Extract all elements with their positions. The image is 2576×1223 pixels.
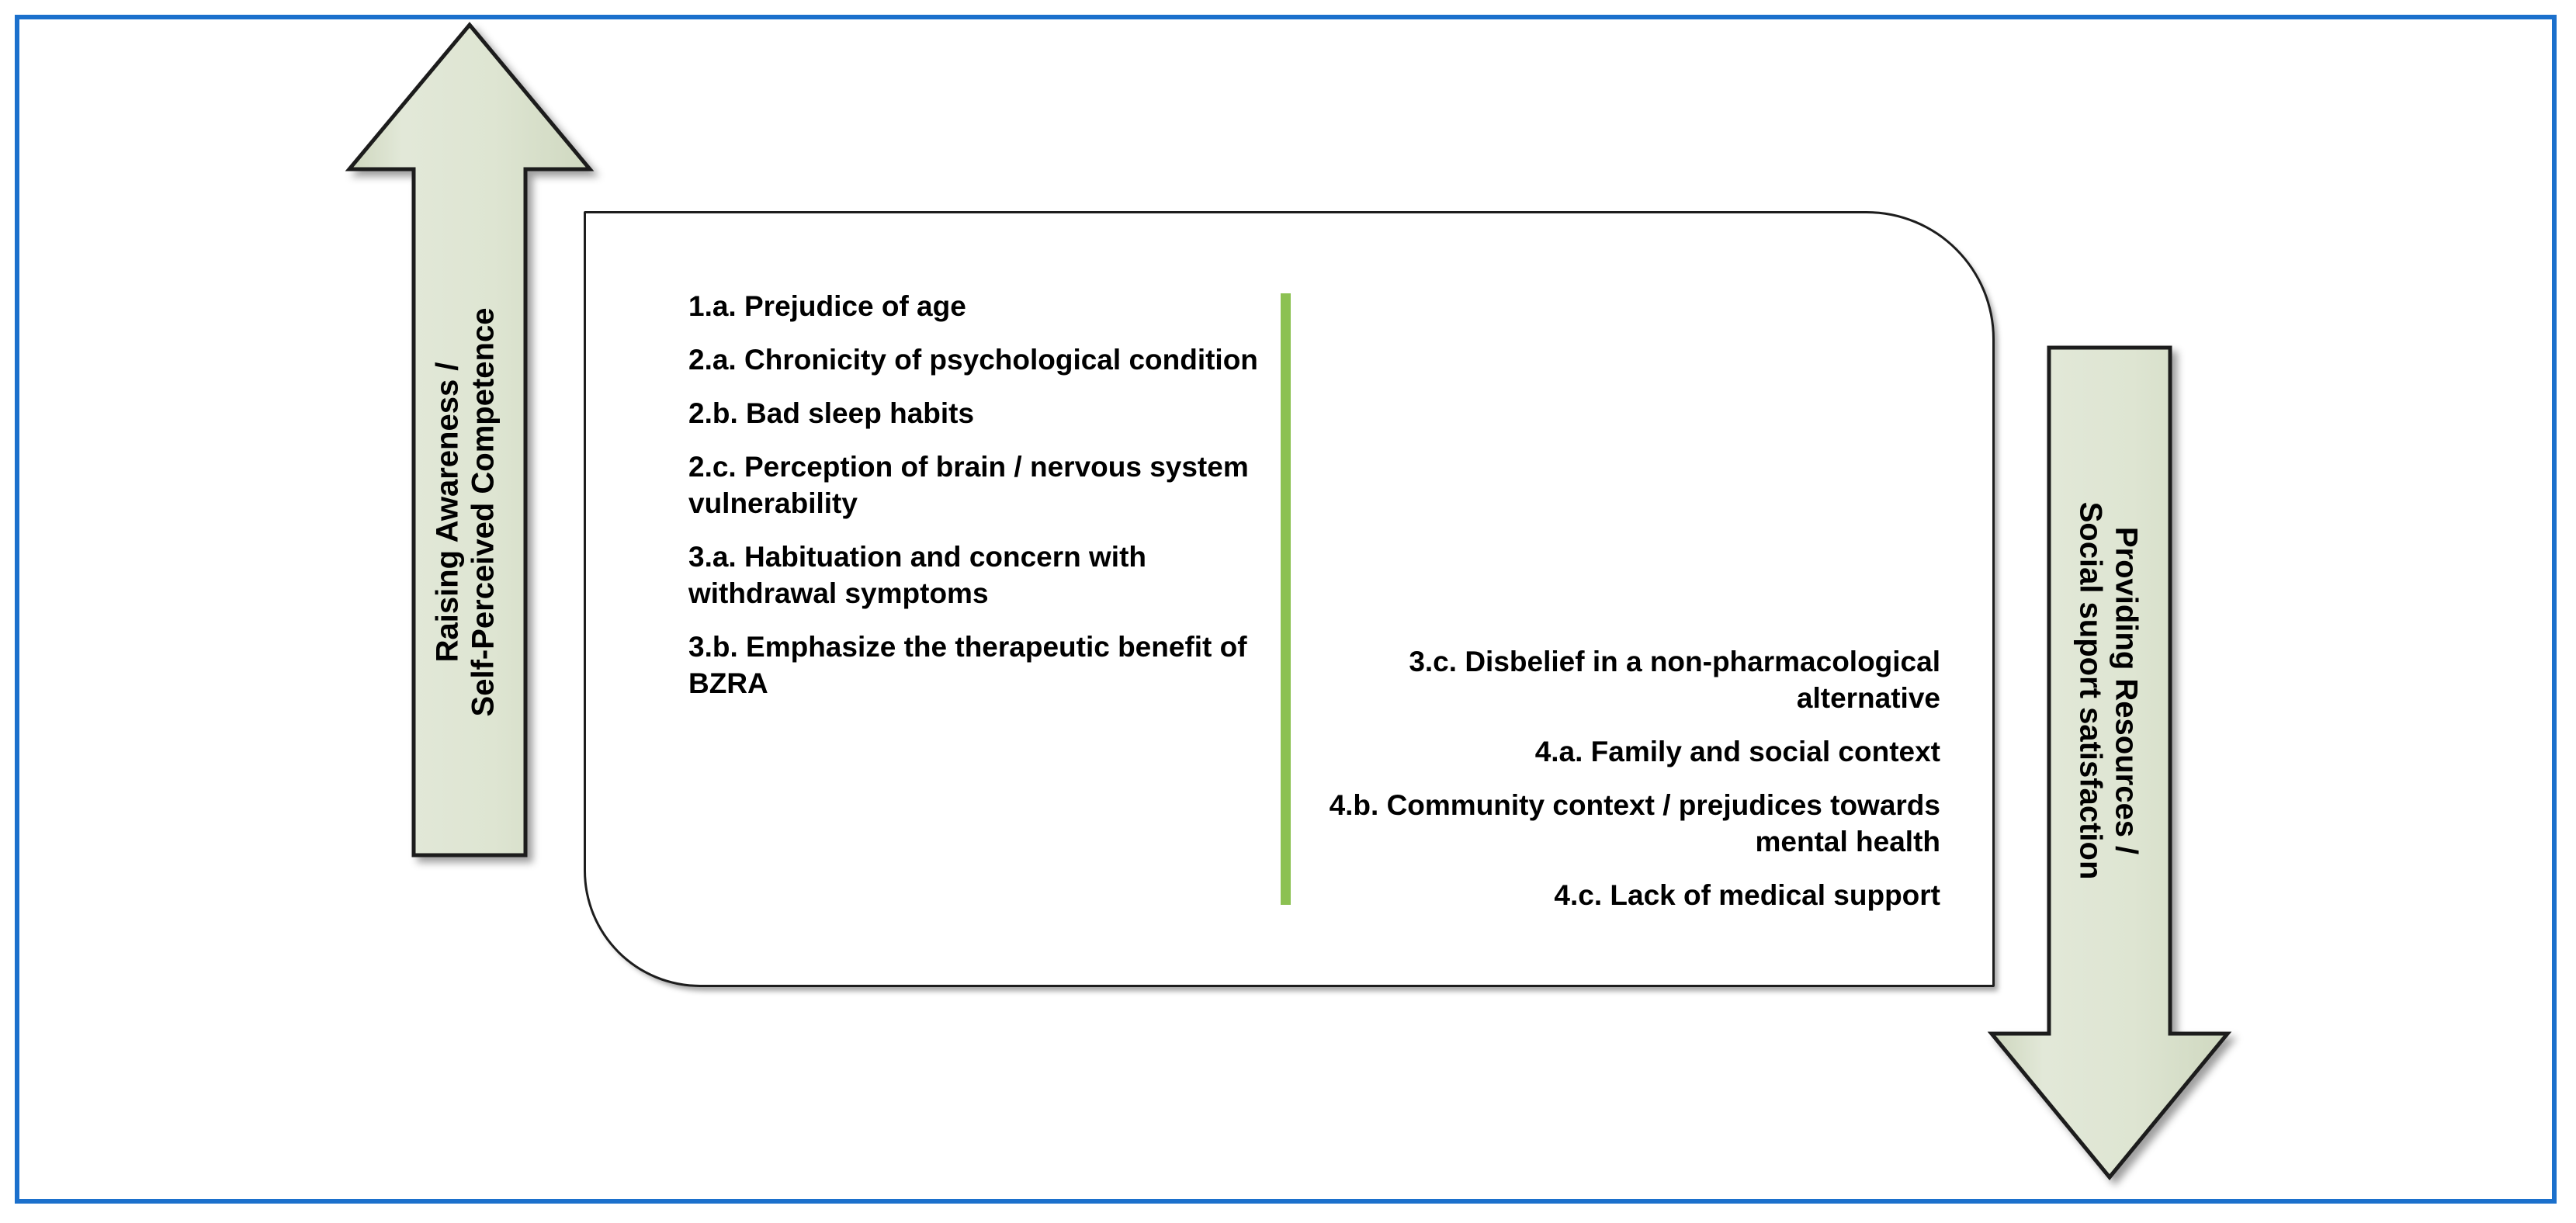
list-item: 1.a. Prejudice of age — [688, 290, 966, 322]
down-arrow-label: Providing Resources / Social suport sati… — [2072, 357, 2144, 1024]
list-item: 2.b. Bad sleep habits — [688, 397, 975, 429]
list-item: 4.b. Community context / prejudices towa… — [1329, 788, 1940, 857]
list-item: 2.a. Chronicity of psychological conditi… — [688, 343, 1258, 376]
left-factor-list: 1.a. Prejudice of age 2.a. Chronicity of… — [688, 289, 1278, 702]
list-item: 3.c. Disbelief in a non-pharmacological … — [1409, 646, 1940, 714]
list-item: 4.a. Family and social context — [1534, 735, 1940, 767]
list-item: 4.c. Lack of medical support — [1554, 878, 1940, 911]
up-arrow-label-line2: Self-Perceived Competence — [466, 307, 501, 717]
down-arrow-label-line1: Providing Resources / — [2109, 526, 2144, 855]
green-divider-line — [1281, 293, 1291, 905]
right-factor-list: 3.c. Disbelief in a non-pharmacological … — [1319, 644, 1940, 914]
list-item: 3.b. Emphasize the therapeutic benefit o… — [688, 630, 1247, 699]
list-item: 3.a. Habituation and concern with withdr… — [688, 540, 1147, 609]
up-arrow-label: Raising Awareness / Self-Perceived Compe… — [430, 194, 502, 830]
up-arrow-label-line1: Raising Awareness / — [430, 362, 465, 663]
up-arrow-shape — [334, 14, 605, 875]
down-arrow-label-line2: Social suport satisfaction — [2073, 501, 2107, 880]
down-arrow-shape — [1978, 335, 2241, 1189]
list-item: 2.c. Perception of brain / nervous syste… — [688, 450, 1249, 519]
